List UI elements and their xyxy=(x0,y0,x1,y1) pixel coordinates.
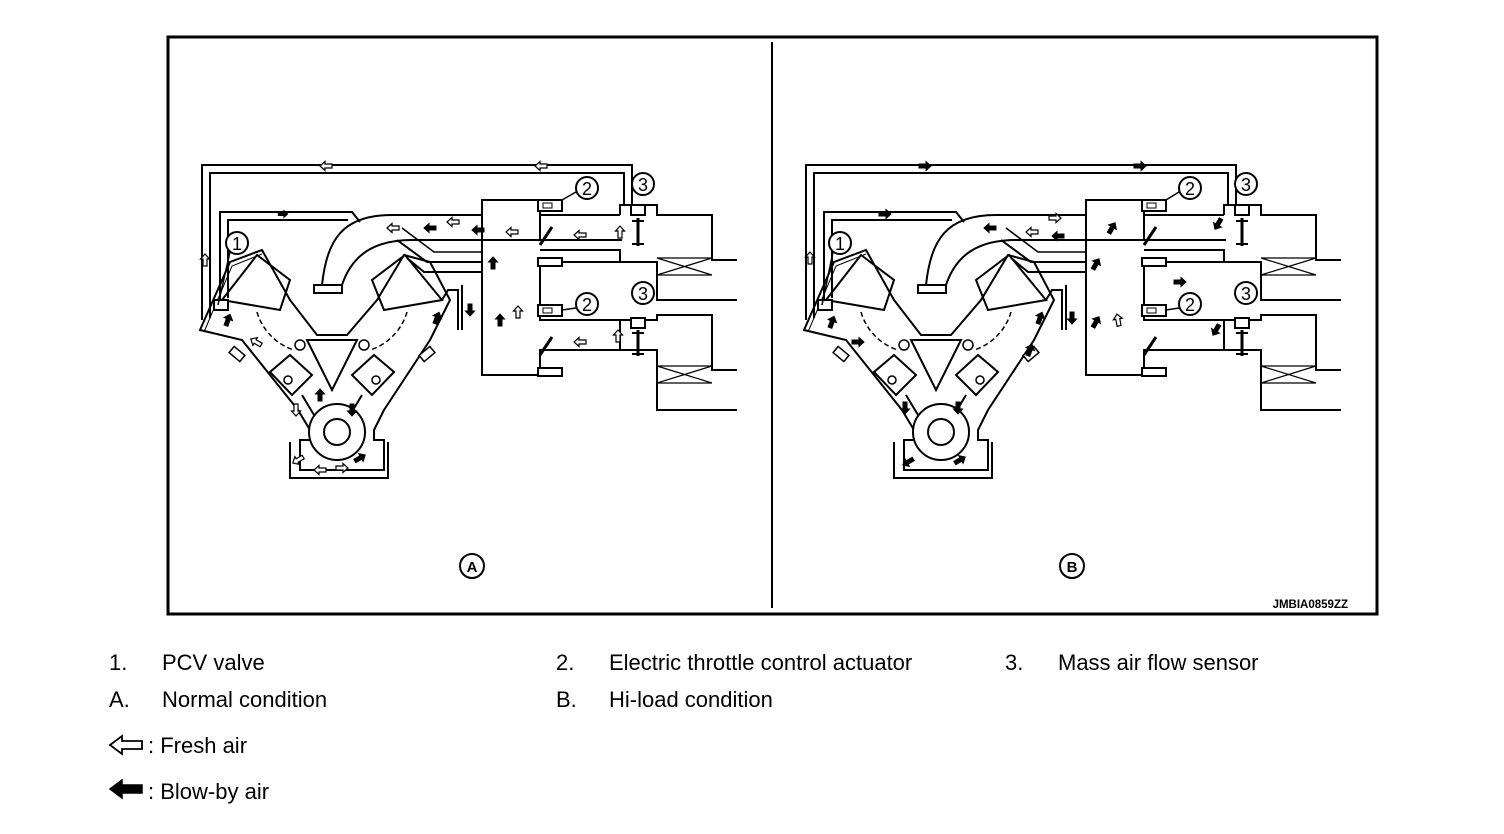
svg-text:2: 2 xyxy=(1185,295,1195,315)
svg-text:3: 3 xyxy=(1241,175,1251,195)
legend-number: 2. xyxy=(556,650,575,675)
panel-b-label: B xyxy=(1059,553,1085,579)
callout-maf-a-lower: 3 xyxy=(631,281,655,305)
svg-text:A: A xyxy=(467,559,478,576)
legend-item-1: 1. PCV valve xyxy=(109,650,529,676)
legend-number: 3. xyxy=(1005,650,1024,675)
svg-text:3: 3 xyxy=(638,175,648,195)
panel-a-normal-condition xyxy=(198,160,739,480)
callout-pcv-valve-a: 1 xyxy=(217,231,249,306)
legend-text: Electric throttle control actuator xyxy=(609,650,913,675)
callout-throttle-b-upper: 2 xyxy=(1165,176,1202,201)
callout-maf-a-upper: 3 xyxy=(631,172,655,196)
legend-blow-by-air: : Blow-by air xyxy=(108,779,368,805)
blow-by-air-label: : Blow-by air xyxy=(148,779,270,804)
callout-pcv-valve-b: 1 xyxy=(821,231,852,306)
callout-throttle-b-lower: 2 xyxy=(1165,292,1202,316)
callout-throttle-a-lower: 2 xyxy=(561,292,599,316)
svg-text:1: 1 xyxy=(835,234,845,254)
diagram-frame xyxy=(166,35,1379,616)
legend-number: B. xyxy=(556,687,577,712)
hollow-arrow-icon xyxy=(108,734,143,756)
figure-code: JMBIA0859ZZ xyxy=(1273,599,1348,611)
legend-number: A. xyxy=(109,687,130,712)
legend-item-a: A. Normal condition xyxy=(109,687,529,713)
svg-text:1: 1 xyxy=(232,234,242,254)
legend-fresh-air: : Fresh air xyxy=(108,733,368,759)
legend-number: 1. xyxy=(109,650,128,675)
solid-arrow-icon xyxy=(108,779,143,800)
legend-text: PCV valve xyxy=(162,650,265,675)
panel-a-label: A xyxy=(459,553,485,579)
legend-item-b: B. Hi-load condition xyxy=(556,687,976,713)
svg-text:2: 2 xyxy=(1185,179,1195,199)
svg-text:3: 3 xyxy=(638,284,648,304)
callout-maf-b-upper: 3 xyxy=(1234,172,1258,196)
panel-b-hi-load-condition xyxy=(802,161,1343,480)
svg-text:2: 2 xyxy=(582,295,592,315)
callout-maf-b-lower: 3 xyxy=(1234,281,1258,305)
svg-text:2: 2 xyxy=(582,179,592,199)
svg-text:B: B xyxy=(1067,559,1078,576)
legend-item-3: 3. Mass air flow sensor xyxy=(1005,650,1385,676)
svg-text:3: 3 xyxy=(1241,284,1251,304)
legend-text: Normal condition xyxy=(162,687,328,712)
fresh-air-label: : Fresh air xyxy=(148,733,248,758)
legend-text: Hi-load condition xyxy=(609,687,773,712)
legend-item-2: 2. Electric throttle control actuator xyxy=(556,650,976,676)
callout-throttle-a-upper: 2 xyxy=(561,176,599,201)
legend-text: Mass air flow sensor xyxy=(1058,650,1259,675)
